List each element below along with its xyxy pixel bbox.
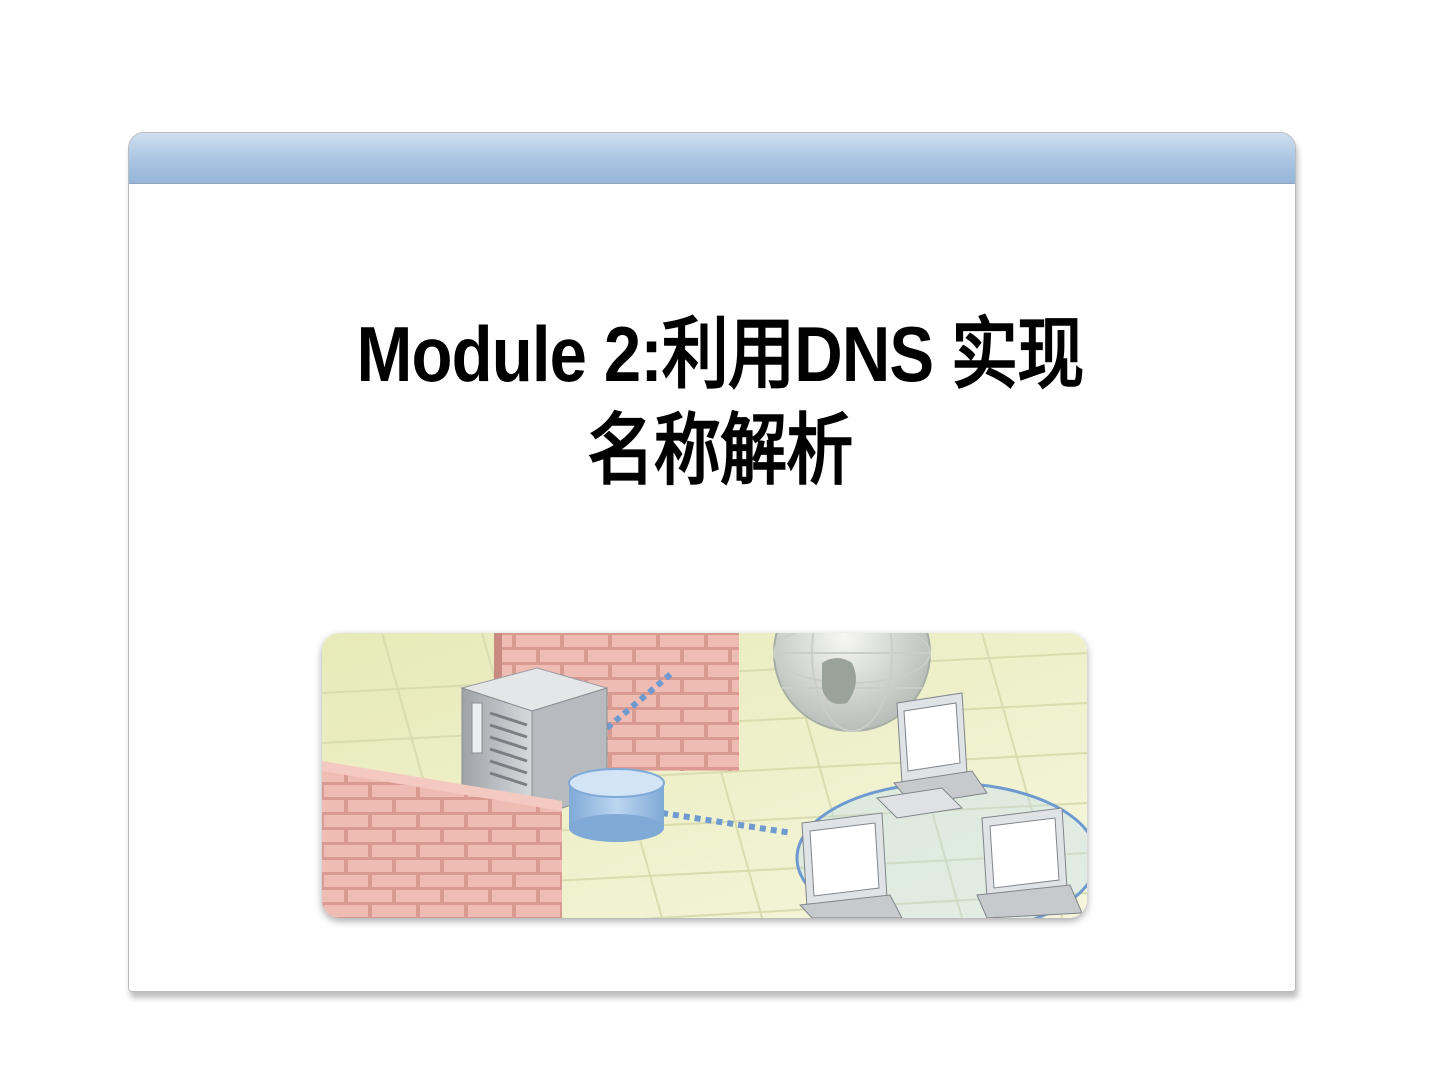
globe-icon (773, 633, 931, 732)
firewall-icon (322, 761, 562, 918)
network-illustration (322, 633, 1087, 918)
slide-header-bar (129, 133, 1295, 184)
computer-icon (798, 812, 903, 918)
slide-title-line-1: Module 2:利用DNS 实现 (356, 310, 1085, 398)
network-connection (605, 670, 793, 836)
computer-icon (875, 692, 988, 819)
slide-title: Module 2:利用DNS 实现 名称解析 (101, 306, 1339, 498)
slide-title-line-2: 名称解析 (587, 406, 854, 494)
database-icon (568, 768, 665, 842)
computer-icon (976, 807, 1083, 918)
